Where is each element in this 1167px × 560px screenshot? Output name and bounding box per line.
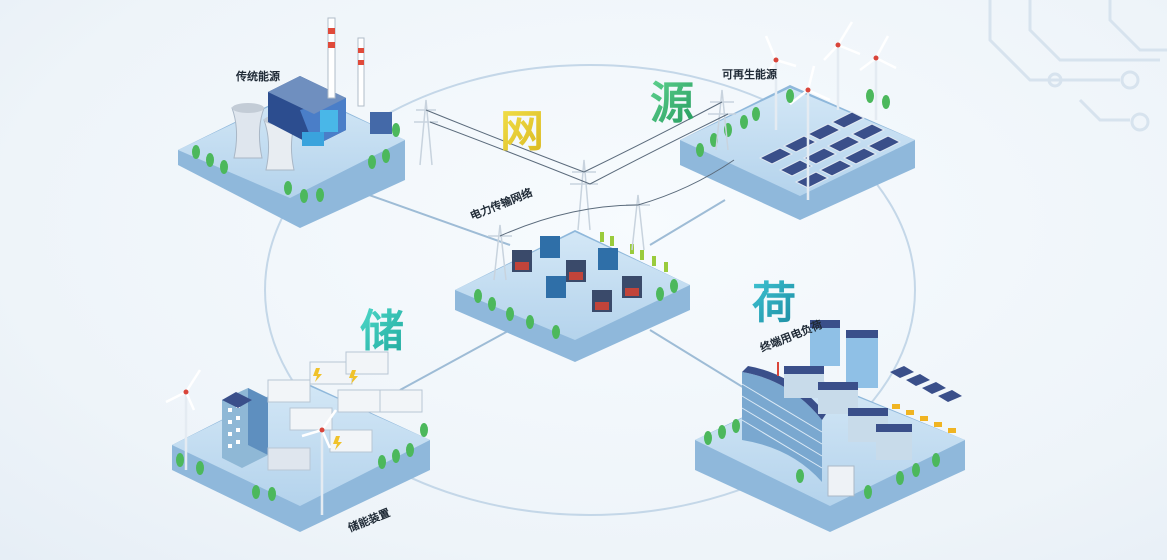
- battery-container-icons: [267, 351, 423, 471]
- wind-turbine-icon: [165, 369, 338, 515]
- tree-icons: [192, 123, 400, 203]
- tree-icons: [704, 419, 940, 499]
- tree-icons: [474, 279, 678, 339]
- transmission-network-label: 电力传输网络: [468, 185, 534, 223]
- storage-device-label: 储能装置: [346, 505, 392, 534]
- renewable-energy-label: 可再生能源: [722, 67, 777, 81]
- storage-device-platform: [165, 351, 430, 532]
- wind-turbine-icon: [762, 21, 897, 200]
- traditional-energy-platform: [178, 17, 405, 228]
- he-char: 荷: [752, 278, 796, 329]
- chu-char: 储: [360, 306, 404, 357]
- building-block-icons: [784, 320, 912, 497]
- yuan-char: 源: [650, 78, 694, 129]
- transformer-icons: [512, 236, 642, 312]
- connection-loop: [264, 64, 916, 516]
- solar-panel-array-icon: [758, 111, 902, 189]
- turbine-hub-icon: [773, 42, 879, 93]
- end-user-load-platform: [695, 320, 965, 532]
- circuit-decoration: [988, 0, 1167, 132]
- tree-icons: [176, 423, 428, 501]
- office-building-icon: [222, 388, 268, 468]
- transmission-network-platform: [455, 230, 690, 362]
- factory-building-icon: [268, 76, 346, 146]
- bolt-icons: [313, 368, 358, 450]
- wang-char: 网: [500, 106, 544, 157]
- office-building-icon: [741, 362, 826, 482]
- turbine-hub-icon: [183, 389, 325, 433]
- vehicle-icons: [892, 404, 956, 433]
- small-building-icon: [370, 112, 392, 134]
- power-line-icons: [425, 101, 735, 237]
- renewable-energy-platform: [680, 21, 915, 220]
- chimney-icon: [327, 17, 365, 107]
- solar-carport-icons: [890, 366, 962, 402]
- traditional-energy-label: 传统能源: [235, 69, 280, 83]
